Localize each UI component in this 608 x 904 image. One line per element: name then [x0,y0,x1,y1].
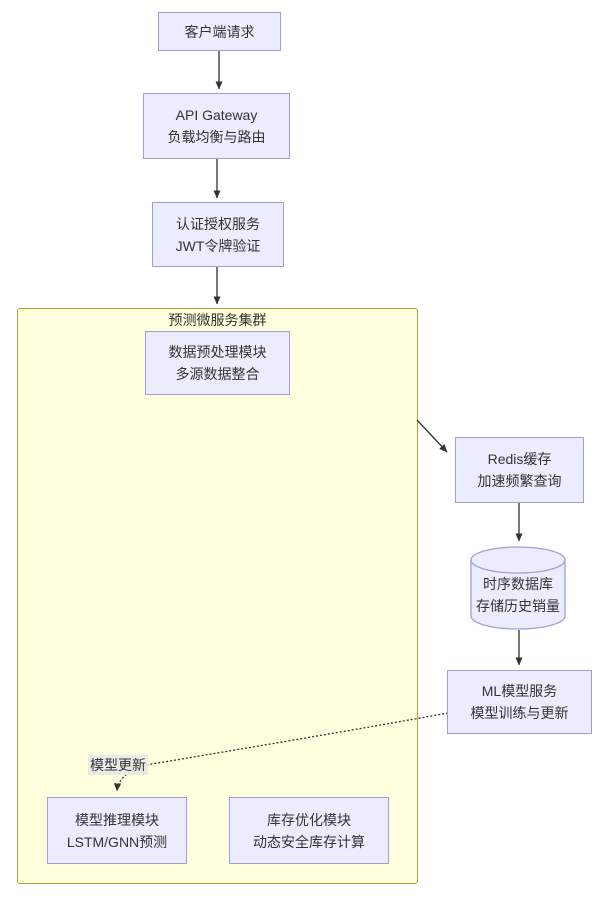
edge-cluster-to-redis [416,419,448,453]
node-auth-service-subtitle: JWT令牌验证 [175,237,261,254]
node-model-inference: 模型推理模块 LSTM/GNN预测 [47,797,187,864]
node-timeseries-db-subtitle: 存储历史销量 [476,598,560,614]
node-model-inference-subtitle: LSTM/GNN预测 [66,833,168,850]
node-data-preprocessing: 数据预处理模块 多源数据整合 [145,331,290,395]
node-data-preprocessing-title: 数据预处理模块 [168,344,267,360]
cluster-prediction-microservices [17,308,418,884]
node-api-gateway-subtitle: 负载均衡与路由 [167,129,266,145]
edge-ml-to-inference-dotted [113,712,449,792]
node-inventory-optimization-title: 库存优化模块 [267,811,351,828]
node-redis-cache-title: Redis缓存 [487,451,552,467]
node-auth-service: 认证授权服务 JWT令牌验证 [152,202,284,267]
node-timeseries-db: 时序数据库 存储历史销量 [471,570,565,620]
node-ml-model-service: ML模型服务 模型训练与更新 [447,670,592,734]
node-auth-service-title: 认证授权服务 [176,215,260,232]
node-ml-model-service-title: ML模型服务 [481,683,558,699]
edge-label-model-update-text: 模型更新 [90,757,146,773]
node-client-request: 客户端请求 [158,12,281,51]
tsdb-cylinder-shape [470,546,566,630]
node-model-inference-title: 模型推理模块 [75,811,159,828]
cluster-label-text: 预测微服务集群 [168,312,267,328]
node-inventory-optimization: 库存优化模块 动态安全库存计算 [229,797,389,864]
node-timeseries-db-title: 时序数据库 [483,576,553,592]
node-redis-cache: Redis缓存 加速频繁查询 [455,437,584,503]
node-client-request-label: 客户端请求 [184,23,255,40]
node-data-preprocessing-subtitle: 多源数据整合 [175,366,260,382]
node-redis-cache-subtitle: 加速频繁查询 [477,473,562,489]
node-api-gateway: API Gateway 负载均衡与路由 [143,93,290,159]
node-inventory-optimization-subtitle: 动态安全库存计算 [253,833,365,850]
node-api-gateway-title: API Gateway [175,107,258,123]
edge-label-model-update: 模型更新 [88,755,148,775]
cluster-label: 预测微服务集群 [17,311,418,329]
node-ml-model-service-subtitle: 模型训练与更新 [470,705,569,721]
